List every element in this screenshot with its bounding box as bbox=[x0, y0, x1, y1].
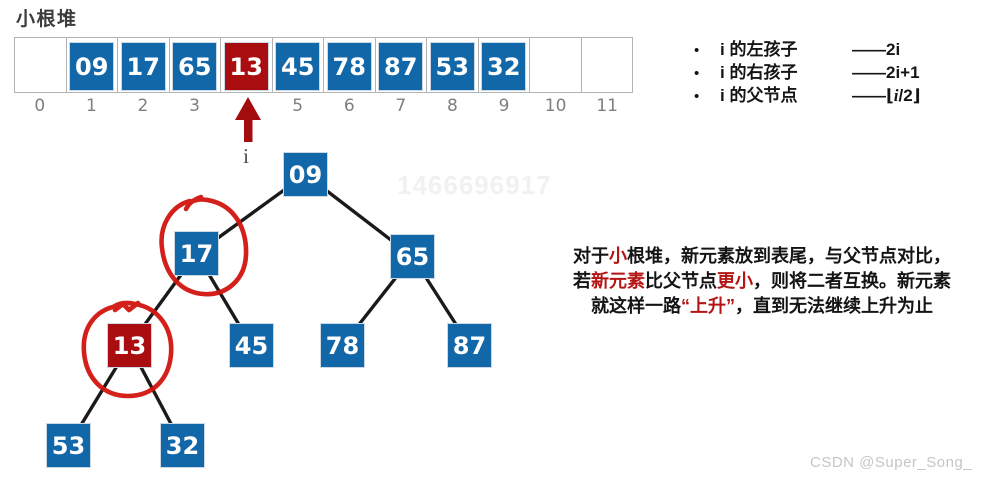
array-index-label: 2 bbox=[137, 96, 149, 116]
note-text: ，则将二者互换。新元素 bbox=[753, 271, 951, 291]
index-pointer-arrow bbox=[235, 97, 261, 142]
tree-node: 45 bbox=[229, 323, 274, 368]
note-line: 若新元素比父节点更小，则将二者互换。新元素 bbox=[550, 269, 974, 294]
page-title: 小根堆 bbox=[16, 9, 78, 30]
note-text: ，直到无法继续上升为止 bbox=[735, 296, 933, 316]
array-cell: 87 bbox=[376, 38, 427, 92]
legend-label: i 的左孩子 bbox=[720, 40, 798, 59]
note-text: 若 bbox=[573, 271, 591, 291]
array-index-label: 9 bbox=[498, 96, 510, 116]
note-text: 根堆，新元素放到表尾，与父节点对比， bbox=[627, 246, 951, 266]
array-index-label: 8 bbox=[447, 96, 458, 116]
heap-array: 09 17 65 13 45 78 87 53 32 bbox=[14, 37, 633, 93]
array-value-box: 87 bbox=[378, 42, 424, 91]
array-cell: 78 bbox=[324, 38, 376, 92]
note-text-red: 更小 bbox=[717, 271, 753, 291]
tree-node-circled: 17 bbox=[174, 231, 219, 276]
legend-formula: ——2i bbox=[852, 40, 901, 59]
array-index-label: 7 bbox=[395, 96, 407, 116]
array-value-box: 78 bbox=[326, 42, 372, 91]
array-cell: 45 bbox=[273, 38, 324, 92]
array-index-label: 11 bbox=[596, 96, 618, 116]
note-text: 对于 bbox=[573, 246, 609, 266]
bullet-icon: • bbox=[694, 65, 700, 82]
pointer-i-label: i bbox=[243, 144, 249, 168]
array-index-label: 6 bbox=[343, 96, 355, 116]
array-cell: 32 bbox=[479, 38, 530, 92]
tree-node: 53 bbox=[46, 423, 91, 468]
note-text: 就这样一路 bbox=[591, 296, 681, 316]
note-line: 对于小根堆，新元素放到表尾，与父节点对比， bbox=[550, 244, 974, 269]
tree-node: 87 bbox=[447, 323, 492, 368]
array-index-label: 5 bbox=[292, 96, 304, 116]
array-cell: 13 bbox=[221, 38, 273, 92]
array-index-label: 3 bbox=[189, 96, 200, 116]
arrow-shaft bbox=[244, 117, 253, 142]
bullet-icon: • bbox=[694, 42, 700, 59]
tree-edges bbox=[67, 173, 471, 447]
array-value-box: 17 bbox=[120, 42, 166, 91]
legend-formula: ——2i+1 bbox=[852, 63, 920, 82]
legend-item-right-child: • i 的右孩子 ——2i+1 bbox=[694, 58, 984, 82]
note-text-red: 新元素 bbox=[591, 271, 645, 291]
array-index-label: 10 bbox=[544, 96, 567, 116]
note-text-red: “上升” bbox=[681, 296, 735, 316]
array-value-box: 45 bbox=[275, 42, 321, 91]
array-value-box: 65 bbox=[172, 42, 218, 91]
array-value-box: 53 bbox=[429, 42, 475, 91]
tree-node-highlight: 13 bbox=[107, 323, 152, 368]
array-cell: 53 bbox=[427, 38, 479, 92]
faint-watermark: 1466696917 bbox=[397, 170, 552, 200]
array-value-box: 32 bbox=[481, 42, 527, 91]
arrow-head-icon bbox=[235, 97, 261, 120]
legend-formula: ——⌊i/2⌋ bbox=[852, 86, 920, 106]
array-value-box-highlight: 13 bbox=[223, 42, 269, 91]
note-text: 比父节点 bbox=[645, 271, 717, 291]
index-formula-legend: • i 的左孩子 ——2i • i 的右孩子 ——2i+1 • i 的父节点 —… bbox=[694, 35, 984, 106]
array-index-label: 1 bbox=[85, 96, 97, 116]
formula-pre: ——⌊ bbox=[852, 86, 894, 105]
array-index-row: 0 1 2 3 5 6 7 8 9 10 11 bbox=[14, 96, 633, 116]
array-cell: 17 bbox=[118, 38, 170, 92]
note-line: 就这样一路“上升”，直到无法继续上升为止 bbox=[550, 294, 974, 319]
array-index-label: 0 bbox=[34, 96, 46, 116]
formula-post: /2⌋ bbox=[898, 86, 921, 105]
tree-node: 78 bbox=[320, 323, 365, 368]
array-cell bbox=[530, 38, 582, 92]
legend-label: i 的右孩子 bbox=[720, 63, 798, 82]
tree-node: 65 bbox=[390, 234, 435, 279]
array-cell: 09 bbox=[67, 38, 118, 92]
csdn-watermark: CSDN @Super_Song_ bbox=[810, 454, 973, 471]
explanation-paragraph: 对于小根堆，新元素放到表尾，与父节点对比， 若新元素比父节点更小，则将二者互换。… bbox=[550, 244, 974, 319]
note-text-red: 小 bbox=[609, 246, 627, 266]
bullet-icon: • bbox=[694, 88, 700, 105]
legend-item-left-child: • i 的左孩子 ——2i bbox=[694, 35, 984, 59]
legend-item-parent: • i 的父节点 ——⌊i/2⌋ bbox=[694, 81, 984, 106]
array-cell bbox=[15, 38, 67, 92]
tree-node: 09 bbox=[283, 152, 328, 197]
array-value-box: 09 bbox=[69, 42, 115, 91]
legend-label: i 的父节点 bbox=[720, 86, 798, 105]
array-cell: 65 bbox=[170, 38, 221, 92]
tree-node: 32 bbox=[160, 423, 205, 468]
formula-var: i bbox=[893, 86, 899, 105]
